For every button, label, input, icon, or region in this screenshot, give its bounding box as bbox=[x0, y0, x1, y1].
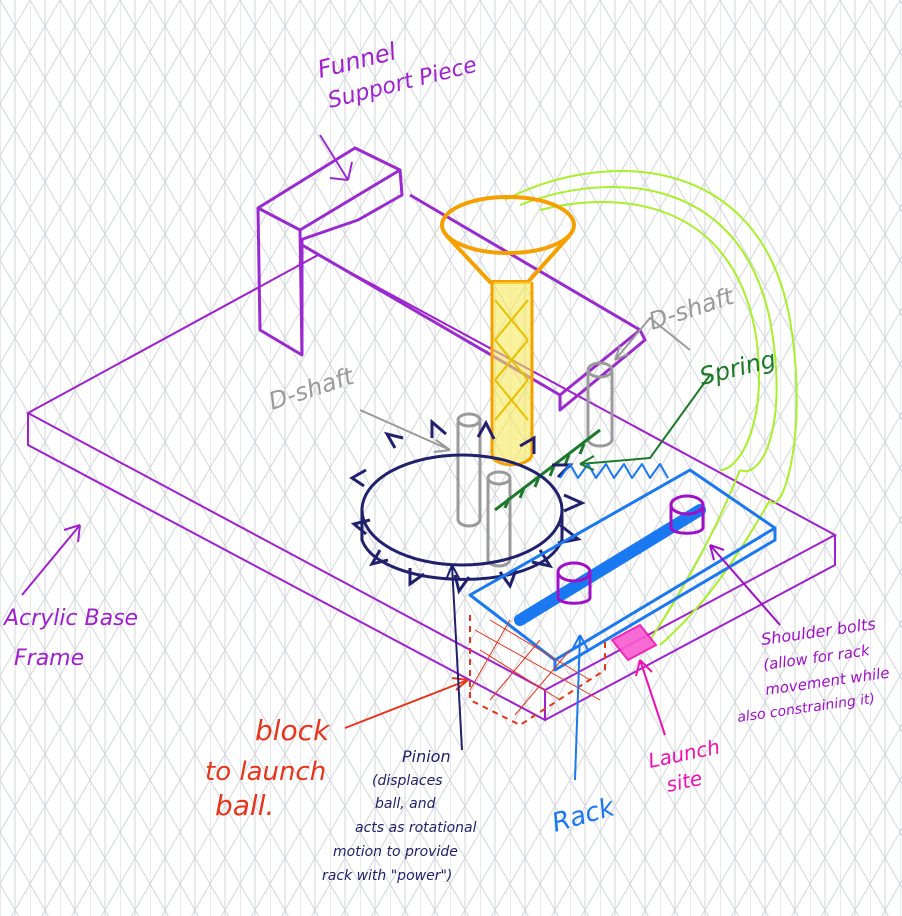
label-acrylic-base-line-2: Frame bbox=[14, 646, 84, 671]
label-pinion-line-2: (displaces bbox=[372, 773, 443, 789]
label-block: block to launch ball. bbox=[205, 714, 331, 822]
launch-block bbox=[469, 615, 606, 727]
label-acrylic-base-line-1: Acrylic Base bbox=[2, 606, 138, 631]
feed-tube bbox=[490, 282, 534, 467]
label-block-line-3: ball. bbox=[215, 789, 274, 822]
label-pinion-line-3: ball, and bbox=[375, 796, 436, 812]
label-acrylic-base: Acrylic Base Frame bbox=[2, 606, 138, 671]
acrylic-base-frame bbox=[25, 253, 838, 722]
label-block-line-1: block bbox=[255, 714, 331, 747]
green-tube bbox=[504, 170, 798, 646]
d-shaft-left bbox=[456, 412, 482, 528]
label-pinion: Pinion (displaces ball, and acts as rota… bbox=[322, 747, 477, 884]
label-block-line-2: to launch bbox=[205, 757, 326, 787]
launch-site bbox=[610, 623, 658, 662]
shoulder-bolt-1 bbox=[556, 561, 592, 605]
label-pinion-line-5: motion to provide bbox=[333, 844, 458, 860]
spring bbox=[494, 428, 601, 512]
d-shaft-center bbox=[486, 470, 512, 568]
label-pinion-line-6: rack with "power") bbox=[322, 868, 452, 884]
label-pinion-line-4: acts as rotational bbox=[355, 820, 477, 836]
leader-arrows bbox=[21, 316, 781, 781]
shoulder-bolt-2 bbox=[669, 494, 705, 535]
label-pinion-line-1: Pinion bbox=[402, 747, 451, 766]
